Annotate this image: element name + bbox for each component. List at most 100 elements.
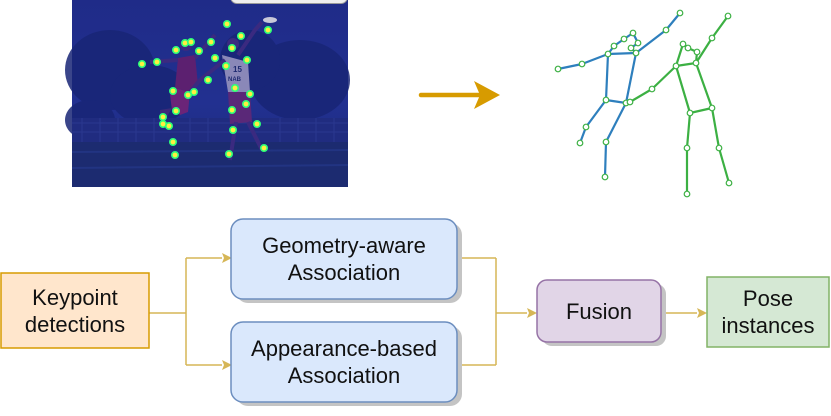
skeleton-bone <box>650 64 678 91</box>
skeleton-joint-icon <box>554 65 562 73</box>
photo-keypoint-icon <box>172 107 181 116</box>
photo-keypoint-icon <box>153 57 162 66</box>
pose-skeleton-blue <box>554 9 684 181</box>
arrowhead-geometry-icon <box>222 253 232 263</box>
skeleton-bone <box>694 61 714 110</box>
skeleton-bone <box>717 146 731 185</box>
photo-keypoint-icon <box>172 45 181 54</box>
photo-keypoint-icon <box>228 106 237 115</box>
arrowhead-fusion-icon <box>527 308 537 318</box>
photo-keypoint-icon <box>229 126 238 135</box>
skeleton-bone <box>710 14 730 40</box>
skeleton-joint-icon <box>620 35 628 43</box>
skeleton-joint-icon <box>676 9 684 17</box>
skeleton-bone <box>634 28 668 55</box>
fusion-label: Fusion <box>565 298 633 324</box>
geometry-aware-association-box <box>230 218 458 300</box>
skeleton-bone <box>604 101 628 144</box>
arrowhead-pose-icon <box>697 308 707 318</box>
keypoint-detections-label: Keypoint detections <box>24 284 126 337</box>
transform-arrow-icon <box>418 81 500 109</box>
skeleton-bone <box>674 64 692 115</box>
appearance-based-association-box <box>230 321 458 403</box>
skeleton-bone <box>694 36 714 65</box>
pose-instances-box <box>706 276 830 348</box>
skeleton-joint-icon <box>724 12 732 20</box>
skeleton-joint-icon <box>634 39 642 47</box>
skeleton-bone <box>603 140 608 179</box>
photo-keypoint-icon <box>259 144 268 153</box>
skeleton-joint-icon <box>601 173 609 181</box>
photo-keypoint-icon <box>225 150 234 159</box>
pose-skeleton-green <box>626 12 733 198</box>
skeleton-joint-icon <box>582 123 590 131</box>
photo-keypoint-icon <box>242 100 251 109</box>
skeleton-bone <box>628 87 654 104</box>
skeleton-joint-icon <box>604 50 612 58</box>
skeleton-joint-icon <box>629 29 637 37</box>
geometry-aware-association-label: Geometry-aware Association <box>262 233 426 285</box>
photo-keypoint-icon <box>253 120 262 129</box>
photo-keypoint-icon <box>159 120 168 129</box>
photo-keypoint-icon <box>184 91 193 100</box>
skeleton-joint-icon <box>610 42 618 50</box>
photo-player-white: 15 NAB <box>188 20 264 161</box>
photo-keypoint-icon <box>204 76 213 85</box>
skeleton-bone <box>664 11 682 32</box>
photo-keypoint-icon <box>159 113 168 122</box>
flow-connectors <box>149 257 697 366</box>
photo-keypoint-icon <box>243 55 252 64</box>
skeleton-bone <box>584 98 608 129</box>
photo-keypoint-icon <box>171 151 180 160</box>
skeleton-bone <box>606 51 638 56</box>
photo-keypoint-icon <box>169 138 178 147</box>
skeleton-bone <box>685 111 692 150</box>
skeleton-joint-icon <box>679 40 687 48</box>
skeleton-bone <box>556 62 584 71</box>
skeleton-joint-icon <box>576 139 584 147</box>
arrowhead-appearance-icon <box>222 360 232 370</box>
skeleton-joint-icon <box>602 138 610 146</box>
skeleton-bone <box>604 52 610 102</box>
skeleton-joint-icon <box>708 34 716 42</box>
skeleton-joint-icon <box>683 144 691 152</box>
photo-keypoint-icon <box>223 19 232 28</box>
photo-keypoint-icon <box>195 46 204 55</box>
photo-keypoint-icon <box>169 87 178 96</box>
photo-keypoints <box>138 19 272 160</box>
skeleton-joint-icon <box>684 44 692 52</box>
frisbee-icon <box>263 17 277 23</box>
photo-keypoint-icon <box>207 37 216 46</box>
photo-keypoint-icon <box>222 61 231 70</box>
jersey-number: 15 <box>233 65 242 74</box>
photo-fence <box>72 118 348 142</box>
skeleton-joint-icon <box>725 179 733 187</box>
photo-keypoint-icon <box>190 88 199 97</box>
skeleton-joint-icon <box>693 48 701 56</box>
skeleton-bone <box>674 42 685 68</box>
skeleton-bone <box>688 106 714 115</box>
skeleton-joint-icon <box>632 49 640 57</box>
skeleton-joint-icon <box>602 96 610 104</box>
skeleton-joint-icon <box>692 59 700 67</box>
jersey-text: NAB <box>228 77 242 83</box>
photo-keypoint-icon <box>228 43 237 52</box>
top-partial-tab <box>230 0 348 4</box>
photo-keypoint-icon <box>138 59 147 68</box>
skeleton-bone <box>580 52 610 66</box>
skeleton-joint-icon <box>686 109 694 117</box>
pose-instances-label: Pose instances <box>721 286 815 338</box>
skeleton-joint-icon <box>672 62 680 70</box>
skeleton-joint-icon <box>627 44 635 52</box>
skeleton-joint-icon <box>683 190 691 198</box>
fusion-box <box>536 279 662 343</box>
flow-boxes <box>0 218 830 406</box>
appearance-based-association-label: Appearance-based Association <box>251 336 437 388</box>
photo-keypoint-icon <box>211 53 220 62</box>
photo-keypoint-icon <box>263 25 272 34</box>
skeleton-joint-icon <box>648 85 656 93</box>
photo-keypoint-icon <box>187 37 196 46</box>
photo-keypoint-icon <box>237 31 246 40</box>
